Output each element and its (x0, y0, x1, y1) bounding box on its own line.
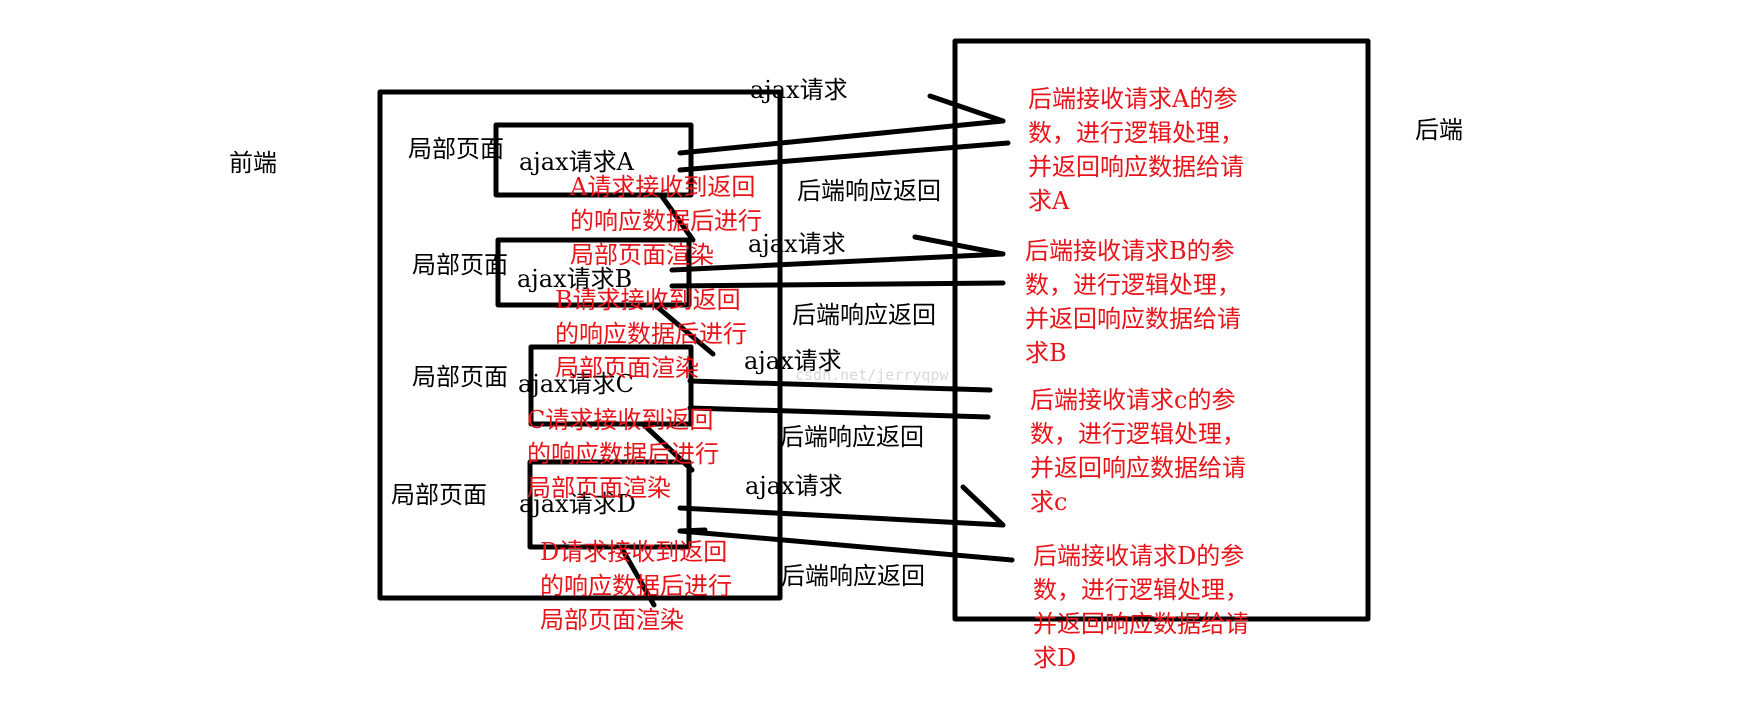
frontend-note-b: B请求接收到返回 的响应数据后进行 局部页面渲染 (555, 286, 747, 382)
frontend-frame (377, 89, 783, 601)
frontend-label: 前端 (229, 149, 277, 177)
watermark: csdn.net/jerryqpw (795, 366, 949, 384)
partial-page-label-a: 局部页面 (408, 135, 504, 163)
request-box-d (527, 459, 692, 550)
request-box-label-a: ajax请求A (519, 148, 634, 176)
request-box-label-c: ajax请求C (518, 370, 634, 398)
partial-page-label-c: 局部页面 (412, 363, 508, 391)
frontend-note-d: D请求接收到返回 的响应数据后进行 局部页面渲染 (540, 538, 732, 634)
request-box-label-d: ajax请求D (519, 490, 636, 518)
connector-c (640, 421, 695, 473)
connector-d (618, 544, 657, 608)
response-label-c: 后端响应返回 (780, 423, 924, 451)
request-arrow-a (677, 93, 1006, 156)
request-box-b (495, 237, 692, 308)
request-box-a (493, 122, 694, 198)
response-line-a (677, 140, 1011, 173)
connector-b (652, 302, 716, 357)
backend-frame (952, 38, 1371, 622)
frontend-note-a: A请求接收到返回 的响应数据后进行 局部页面渲染 (570, 173, 762, 269)
response-line-c (687, 405, 991, 420)
backend-note-a: 后端接收请求A的参 数，进行逻辑处理， 并返回响应数据给请 求A (1028, 85, 1244, 215)
request-arrow-b (669, 234, 1006, 273)
response-arrow-d (677, 527, 1015, 563)
ajax-request-label-a: ajax请求 (750, 76, 848, 104)
ajax-request-label-d: ajax请求 (745, 472, 843, 500)
backend-note-b: 后端接收请求B的参 数，进行逻辑处理， 并返回响应数据给请 求B (1025, 237, 1241, 367)
request-line-c (687, 378, 993, 393)
partial-page-label-b: 局部页面 (412, 251, 508, 279)
ajax-request-label-c: ajax请求 (744, 347, 842, 375)
backend-note-c: 后端接收请求c的参 数，进行逻辑处理， 并返回响应数据给请 求c (1030, 386, 1246, 516)
response-label-a: 后端响应返回 (797, 177, 941, 205)
response-label-d: 后端响应返回 (781, 562, 925, 590)
response-label-b: 后端响应返回 (792, 301, 936, 329)
backend-note-d: 后端接收请求D的参 数，进行逻辑处理， 并返回响应数据给请 求D (1033, 542, 1249, 672)
connector-a (658, 192, 696, 243)
response-line-b (669, 280, 1006, 289)
partial-page-label-d: 局部页面 (391, 481, 487, 509)
ajax-request-label-b: ajax请求 (748, 230, 846, 258)
request-box-label-b: ajax请求B (517, 265, 633, 293)
request-box-c (528, 344, 694, 427)
request-arrow-d (677, 484, 1006, 528)
backend-label: 后端 (1415, 116, 1463, 144)
frontend-note-c: C请求接收到返回 的响应数据后进行 局部页面渲染 (527, 406, 719, 502)
